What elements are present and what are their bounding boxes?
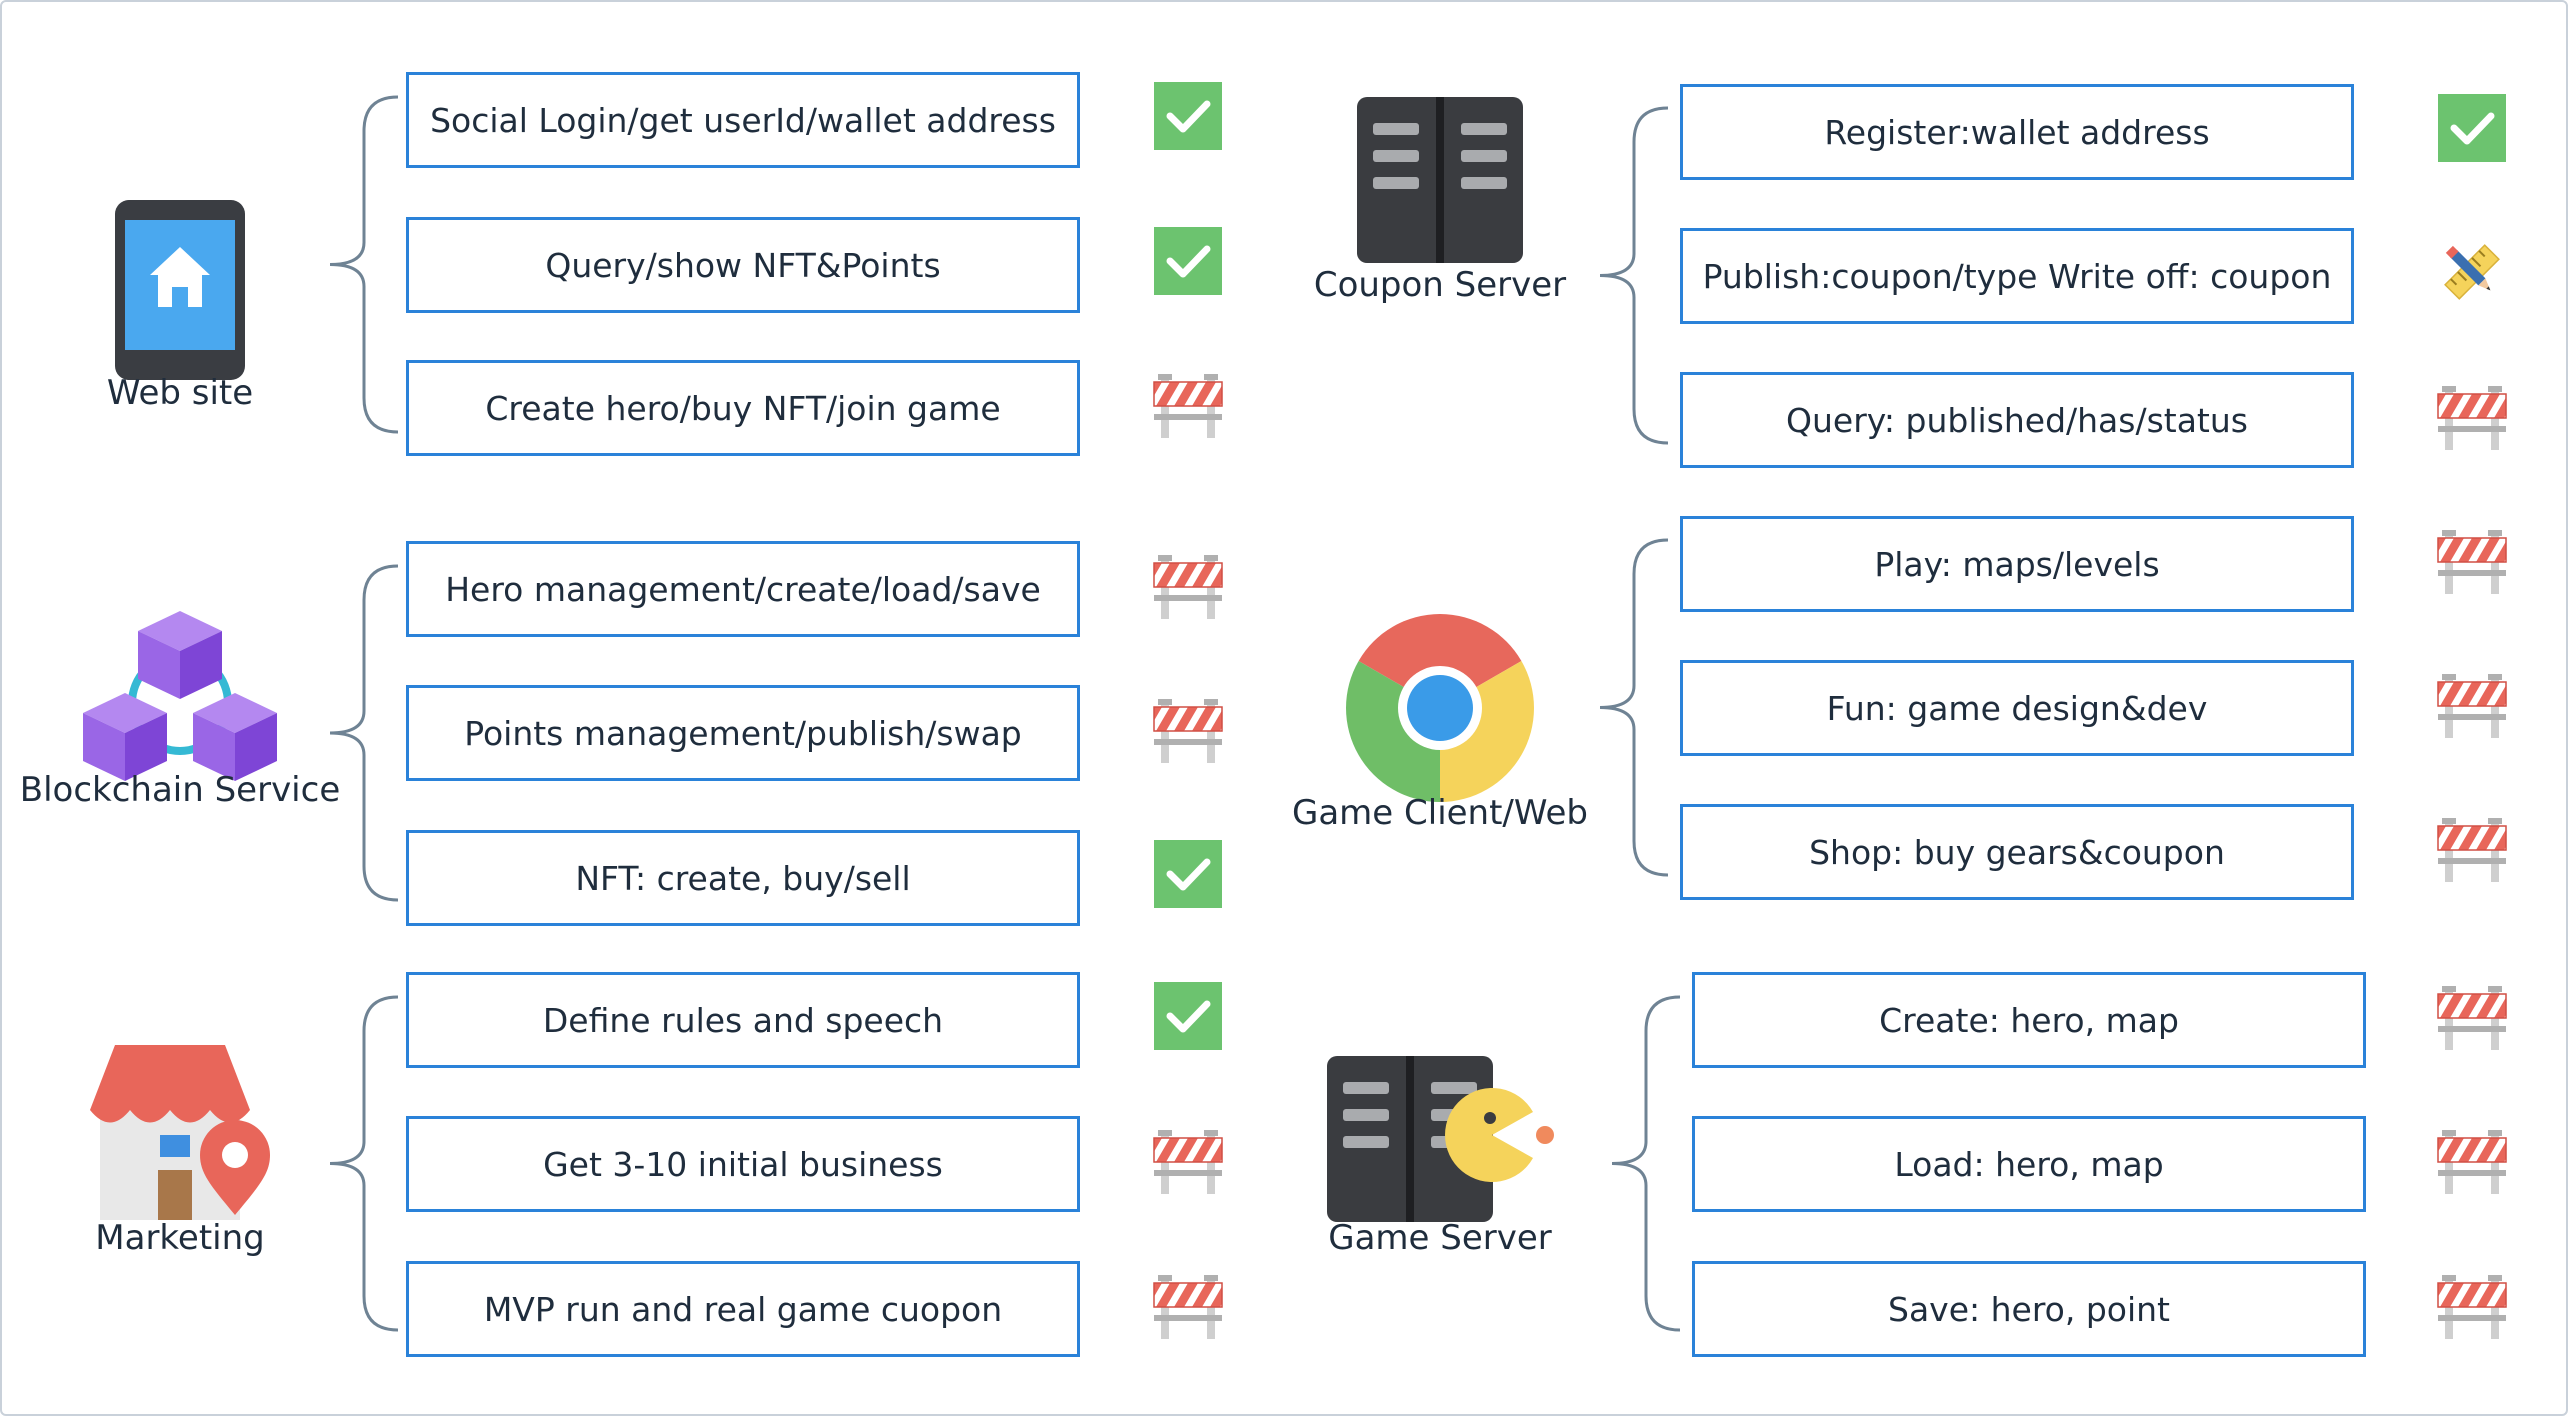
marketing-label: Marketing	[95, 1218, 265, 1258]
barrier-icon	[2436, 524, 2508, 596]
server-icon	[1355, 95, 1525, 265]
barrier-icon	[2436, 812, 2508, 884]
blockchain-brace-connector	[329, 564, 399, 902]
barrier-icon	[1152, 1269, 1224, 1341]
gameserver-item-3: Save: hero, point	[1692, 1261, 2366, 1357]
game-server-pacman-icon	[1325, 1050, 1555, 1230]
blockchain-item-1: Hero management/create/load/save	[406, 541, 1080, 637]
barrier-icon	[1152, 368, 1224, 440]
checkmark-icon	[1152, 838, 1224, 910]
gameclient-label: Game Client/Web	[1291, 793, 1589, 833]
barrier-icon	[2436, 1124, 2508, 1196]
coupon-item-3: Query: published/has/status	[1680, 372, 2354, 468]
blockchain-item-3: NFT: create, buy/sell	[406, 830, 1080, 926]
gameserver-label: Game Server	[1328, 1218, 1552, 1258]
chrome-browser-icon	[1345, 613, 1535, 803]
barrier-icon	[2436, 1269, 2508, 1341]
checkmark-icon	[2436, 92, 2508, 164]
barrier-icon	[1152, 549, 1224, 621]
website-brace-connector	[329, 95, 399, 434]
store-location-icon	[80, 1035, 280, 1235]
gameserver-brace-connector	[1611, 995, 1681, 1332]
coupon-label: Coupon Server	[1313, 265, 1567, 305]
checkmark-icon	[1152, 80, 1224, 152]
blockchain-label: Blockchain Service	[19, 770, 341, 810]
barrier-icon	[2436, 380, 2508, 452]
gameserver-item-1: Create: hero, map	[1692, 972, 2366, 1068]
blockchain-cubes-icon	[80, 593, 280, 783]
coupon-brace-connector	[1599, 106, 1669, 445]
website-label: Web site	[106, 373, 254, 413]
barrier-icon	[1152, 693, 1224, 765]
smartphone-home-icon	[110, 195, 250, 385]
gameclient-brace-connector	[1599, 538, 1669, 877]
website-item-1: Social Login/get userId/wallet address	[406, 72, 1080, 168]
coupon-item-1: Register:wallet address	[1680, 84, 2354, 180]
marketing-item-3: MVP run and real game cuopon	[406, 1261, 1080, 1357]
website-item-2: Query/show NFT&Points	[406, 217, 1080, 313]
pencil-ruler-icon	[2436, 236, 2508, 308]
barrier-icon	[2436, 668, 2508, 740]
gameclient-item-2: Fun: game design&dev	[1680, 660, 2354, 756]
gameclient-item-1: Play: maps/levels	[1680, 516, 2354, 612]
marketing-brace-connector	[329, 995, 399, 1332]
marketing-item-2: Get 3-10 initial business	[406, 1116, 1080, 1212]
gameserver-item-2: Load: hero, map	[1692, 1116, 2366, 1212]
barrier-icon	[2436, 980, 2508, 1052]
checkmark-icon	[1152, 980, 1224, 1052]
checkmark-icon	[1152, 225, 1224, 297]
barrier-icon	[1152, 1124, 1224, 1196]
marketing-item-1: Define rules and speech	[406, 972, 1080, 1068]
website-item-3: Create hero/buy NFT/join game	[406, 360, 1080, 456]
blockchain-item-2: Points management/publish/swap	[406, 685, 1080, 781]
gameclient-item-3: Shop: buy gears&coupon	[1680, 804, 2354, 900]
coupon-item-2: Publish:coupon/type Write off: coupon	[1680, 228, 2354, 324]
